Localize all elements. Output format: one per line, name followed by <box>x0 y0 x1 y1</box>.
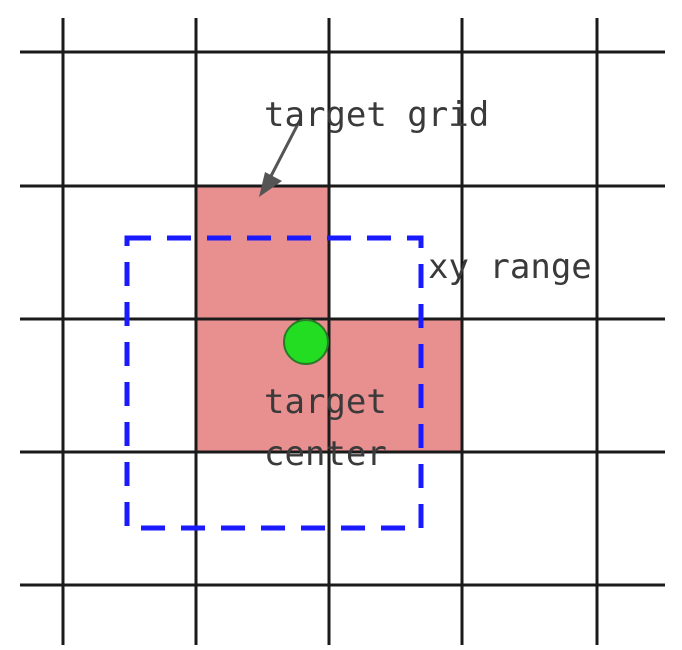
label-target-center-line1: target <box>264 382 387 422</box>
arrow-head <box>259 172 282 197</box>
xy-range-box <box>124 235 424 531</box>
label-xy-range: xy range <box>428 247 592 287</box>
target-cell-top <box>196 186 329 319</box>
target-center-point <box>283 319 329 365</box>
arrow-shaft <box>268 119 302 179</box>
label-target-center-line2: center <box>264 434 387 474</box>
label-target-grid: target grid <box>264 95 489 135</box>
target-cell-bottom-right <box>329 319 462 452</box>
arrow <box>259 119 302 197</box>
